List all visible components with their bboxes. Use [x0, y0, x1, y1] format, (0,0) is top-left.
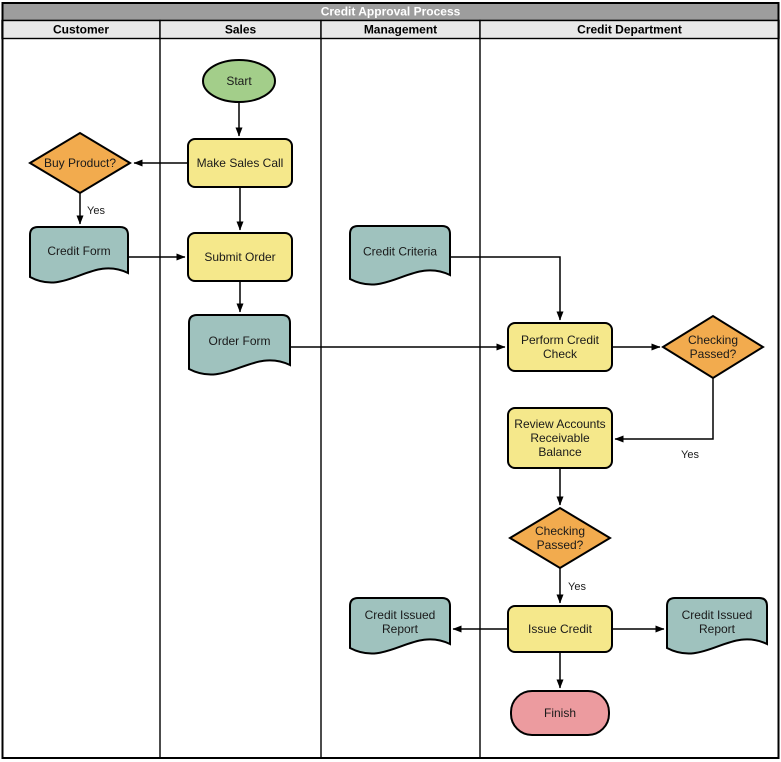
- node-credit-criteria[interactable]: Credit Criteria: [349, 225, 451, 286]
- edge-label-checking-passed-2-to-issue-credit: Yes: [568, 581, 586, 593]
- credit-issued-report-right-shape[interactable]: [666, 597, 768, 655]
- order-form-label: Order Form: [208, 334, 270, 348]
- make-sales-call-shape[interactable]: [187, 138, 293, 188]
- credit-criteria-shape[interactable]: [349, 225, 451, 286]
- label-line: Order Form: [208, 334, 270, 348]
- start-label: Start: [226, 74, 252, 88]
- credit-criteria-label: Credit Criteria: [363, 245, 437, 259]
- lane-header-label: Management: [364, 23, 437, 37]
- node-make-sales-call[interactable]: Make Sales Call: [187, 138, 293, 188]
- finish-label: Finish: [544, 706, 576, 720]
- node-start[interactable]: Start: [202, 59, 276, 103]
- label-line: Checking: [688, 333, 738, 347]
- node-buy-product-decision[interactable]: Buy Product?: [28, 131, 132, 195]
- perform-credit-check-shape[interactable]: [507, 322, 613, 372]
- node-order-form[interactable]: Order Form: [188, 314, 291, 376]
- label-line: Report: [382, 622, 419, 636]
- label-line: Checking: [535, 524, 585, 538]
- lane-header-label: Credit Department: [577, 23, 682, 37]
- checking-passed-2-shape[interactable]: [508, 506, 612, 570]
- label-line: Finish: [544, 706, 576, 720]
- issue-credit-shape[interactable]: [507, 605, 613, 653]
- label-line: Perform Credit: [521, 333, 600, 347]
- label-line: Start: [226, 74, 252, 88]
- credit-form-label: Credit Form: [47, 244, 110, 258]
- label-line: Balance: [538, 445, 582, 459]
- label-line: Credit Issued: [365, 608, 436, 622]
- label-line: Issue Credit: [528, 622, 593, 636]
- submit-order-shape[interactable]: [187, 232, 293, 282]
- label-line: Buy Product?: [44, 156, 116, 170]
- lane-header-label: Sales: [225, 23, 257, 37]
- node-credit-form[interactable]: Credit Form: [29, 226, 129, 284]
- label-line: Report: [699, 622, 736, 636]
- review-accounts-receivable-shape[interactable]: [507, 407, 613, 469]
- node-finish[interactable]: Finish: [510, 690, 610, 736]
- label-line: Receivable: [530, 431, 590, 445]
- label-line: Credit Form: [47, 244, 110, 258]
- label-line: Check: [543, 347, 578, 361]
- edge-credit-criteria-to-perform-credit-check[interactable]: [450, 256, 564, 321]
- buy-product-decision-label: Buy Product?: [44, 156, 116, 170]
- checking-passed-1-shape[interactable]: [661, 314, 765, 380]
- credit-issued-report-left-shape[interactable]: [349, 597, 451, 655]
- finish-shape[interactable]: [510, 690, 610, 736]
- label-line: Make Sales Call: [197, 156, 284, 170]
- edge-label-checking-passed-1-to-review-accounts: Yes: [681, 449, 699, 461]
- submit-order-label: Submit Order: [204, 250, 275, 264]
- label-line: Credit Issued: [682, 608, 753, 622]
- make-sales-call-label: Make Sales Call: [197, 156, 284, 170]
- label-line: Review Accounts: [514, 417, 605, 431]
- node-issue-credit[interactable]: Issue Credit: [507, 605, 613, 653]
- label-line: Submit Order: [204, 250, 275, 264]
- label-line: Passed?: [690, 347, 737, 361]
- pool-title-text: Credit Approval Process: [321, 5, 461, 19]
- node-submit-order[interactable]: Submit Order: [187, 232, 293, 282]
- credit-form-shape[interactable]: [29, 226, 129, 284]
- issue-credit-label: Issue Credit: [528, 622, 593, 636]
- buy-product-decision-shape[interactable]: [28, 131, 132, 195]
- order-form-shape[interactable]: [188, 314, 291, 376]
- lane-header-label: Customer: [53, 23, 109, 37]
- start-shape[interactable]: [202, 59, 276, 103]
- edge-label-buy-product-to-credit-form: Yes: [87, 205, 105, 217]
- edge-checking-passed-1-to-review-accounts[interactable]: [614, 378, 714, 443]
- label-line: Credit Criteria: [363, 245, 437, 259]
- label-line: Passed?: [537, 538, 584, 552]
